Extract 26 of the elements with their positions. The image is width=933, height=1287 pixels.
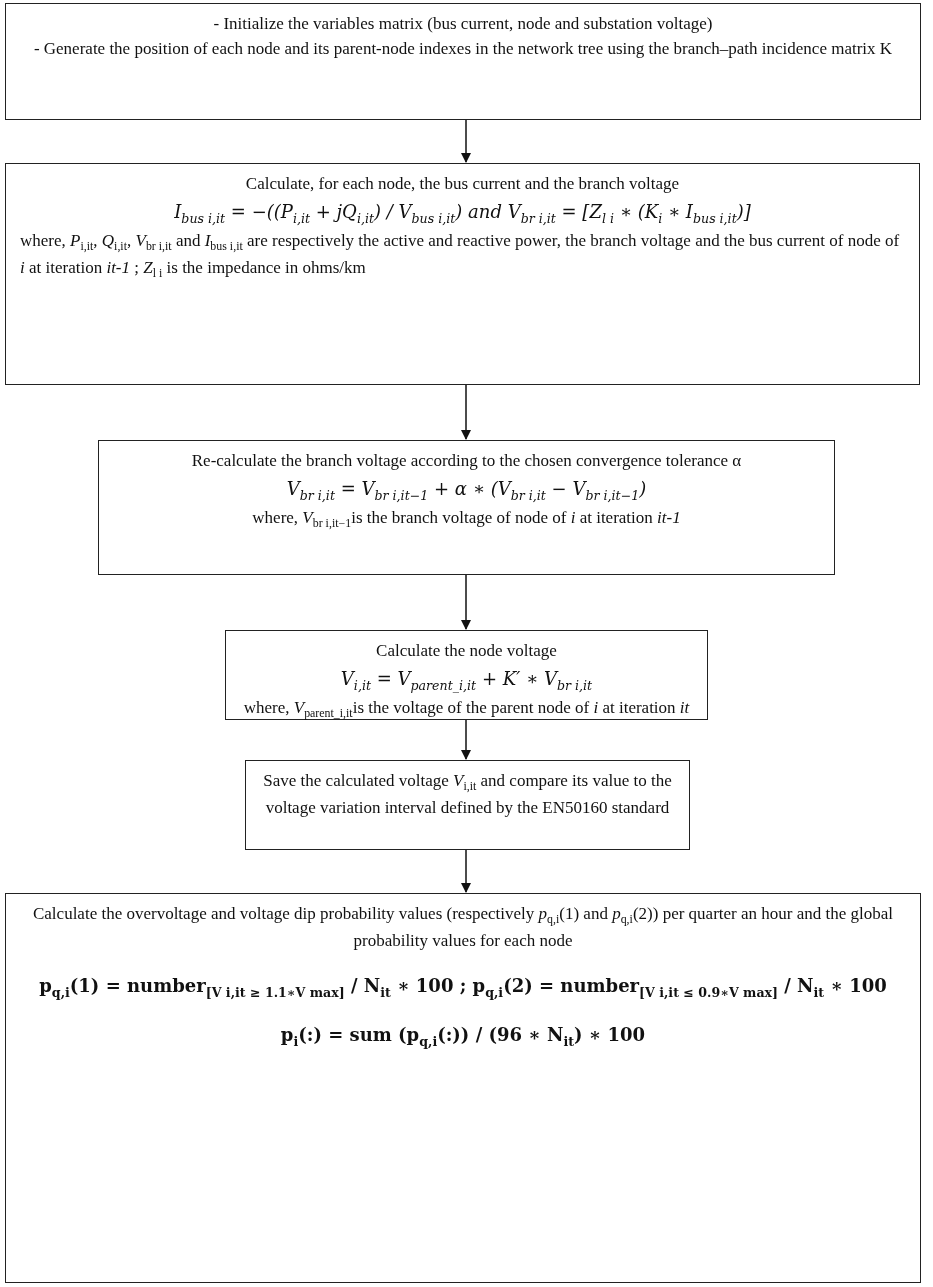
block-text: where, V$_{br i,it−1}$is the branch voltage of node of i at iteration it-1 [252,507,681,533]
block-text: Save the calculated voltage V$_{i,it}$ and compare its value to the voltage variation interval defined by the EN50160 standard [262,770,673,819]
process-box [245,760,690,850]
block-text: - Initialize the variables matrix (bus current, node and substation voltage) [213,13,713,35]
process-box [98,440,835,575]
process-box [5,3,921,120]
block-text: Calculate the overvoltage and voltage dip probability values (respectively p$_{q,i}$(1) and p$_{q,i}$(2)) per quarter an hour and the global probability values for each node [32,903,894,952]
arrow [461,384,471,440]
formula-text: I$_{bus i,it}$ = −((P$_{i,it}$ + jQ$_{i,it}$) / V$_{bus i,it}$) and V$_{br i,it}$ = [Z$_{l i}$ ∗ (K$_{i}$ ∗ I$_{bus i,it}$)] [174,199,751,228]
formula-text: V$_{br i,it}$ = V$_{br i,it−1}$ + α ∗ (V$_{br i,it}$ − V$_{br i,it−1}$) [286,476,647,505]
arrow [461,719,471,760]
block-text: Calculate, for each node, the bus current and the branch voltage [245,173,680,195]
formula-text: V$_{i,it}$ = V$_{parent_i,it}$ + K′ ∗ V$_{br i,it}$ [340,666,593,695]
block-text: Re-calculate the branch voltage according to the chosen convergence tolerance α [191,450,742,472]
arrow [461,574,471,630]
block-text: where, P$_{i,it}$, Q$_{i,it}$, V$_{br i,it}$ and I$_{bus i,it}$ are respectively the active and reactive power, the branch voltage and the bus current of node of i at iteration it-1 ; Z$_{l i}$ is the impedance in ohms/km [20,230,901,283]
arrow [461,849,471,893]
formula-text: p$_{q,i}$(1) = number$_{[V i,it ≥ 1.1∗V max]}$ / N$_{it}$ ∗ 100 ; p$_{q,i}$(2) = number$_{[V i,it ≤ 0.9∗V max]}$ / N$_{it}$ ∗ 100 [39,974,887,1002]
formula-text: p$_{i}$(:) = sum (p$_{q,i}$(:)) / (96 ∗ N$_{it}$) ∗ 100 [280,1023,646,1051]
block-text: where, V$_{parent_i,it}$is the voltage of the parent node of i at iteration it [243,697,690,723]
process-box [225,630,708,720]
process-box [5,893,921,1283]
process-box [5,163,920,385]
block-text: Calculate the node voltage [376,640,557,662]
block-text: - Generate the position of each node and its parent-node indexes in the network tree using the branch–path incidence matrix K [33,37,893,60]
arrow [461,119,471,163]
